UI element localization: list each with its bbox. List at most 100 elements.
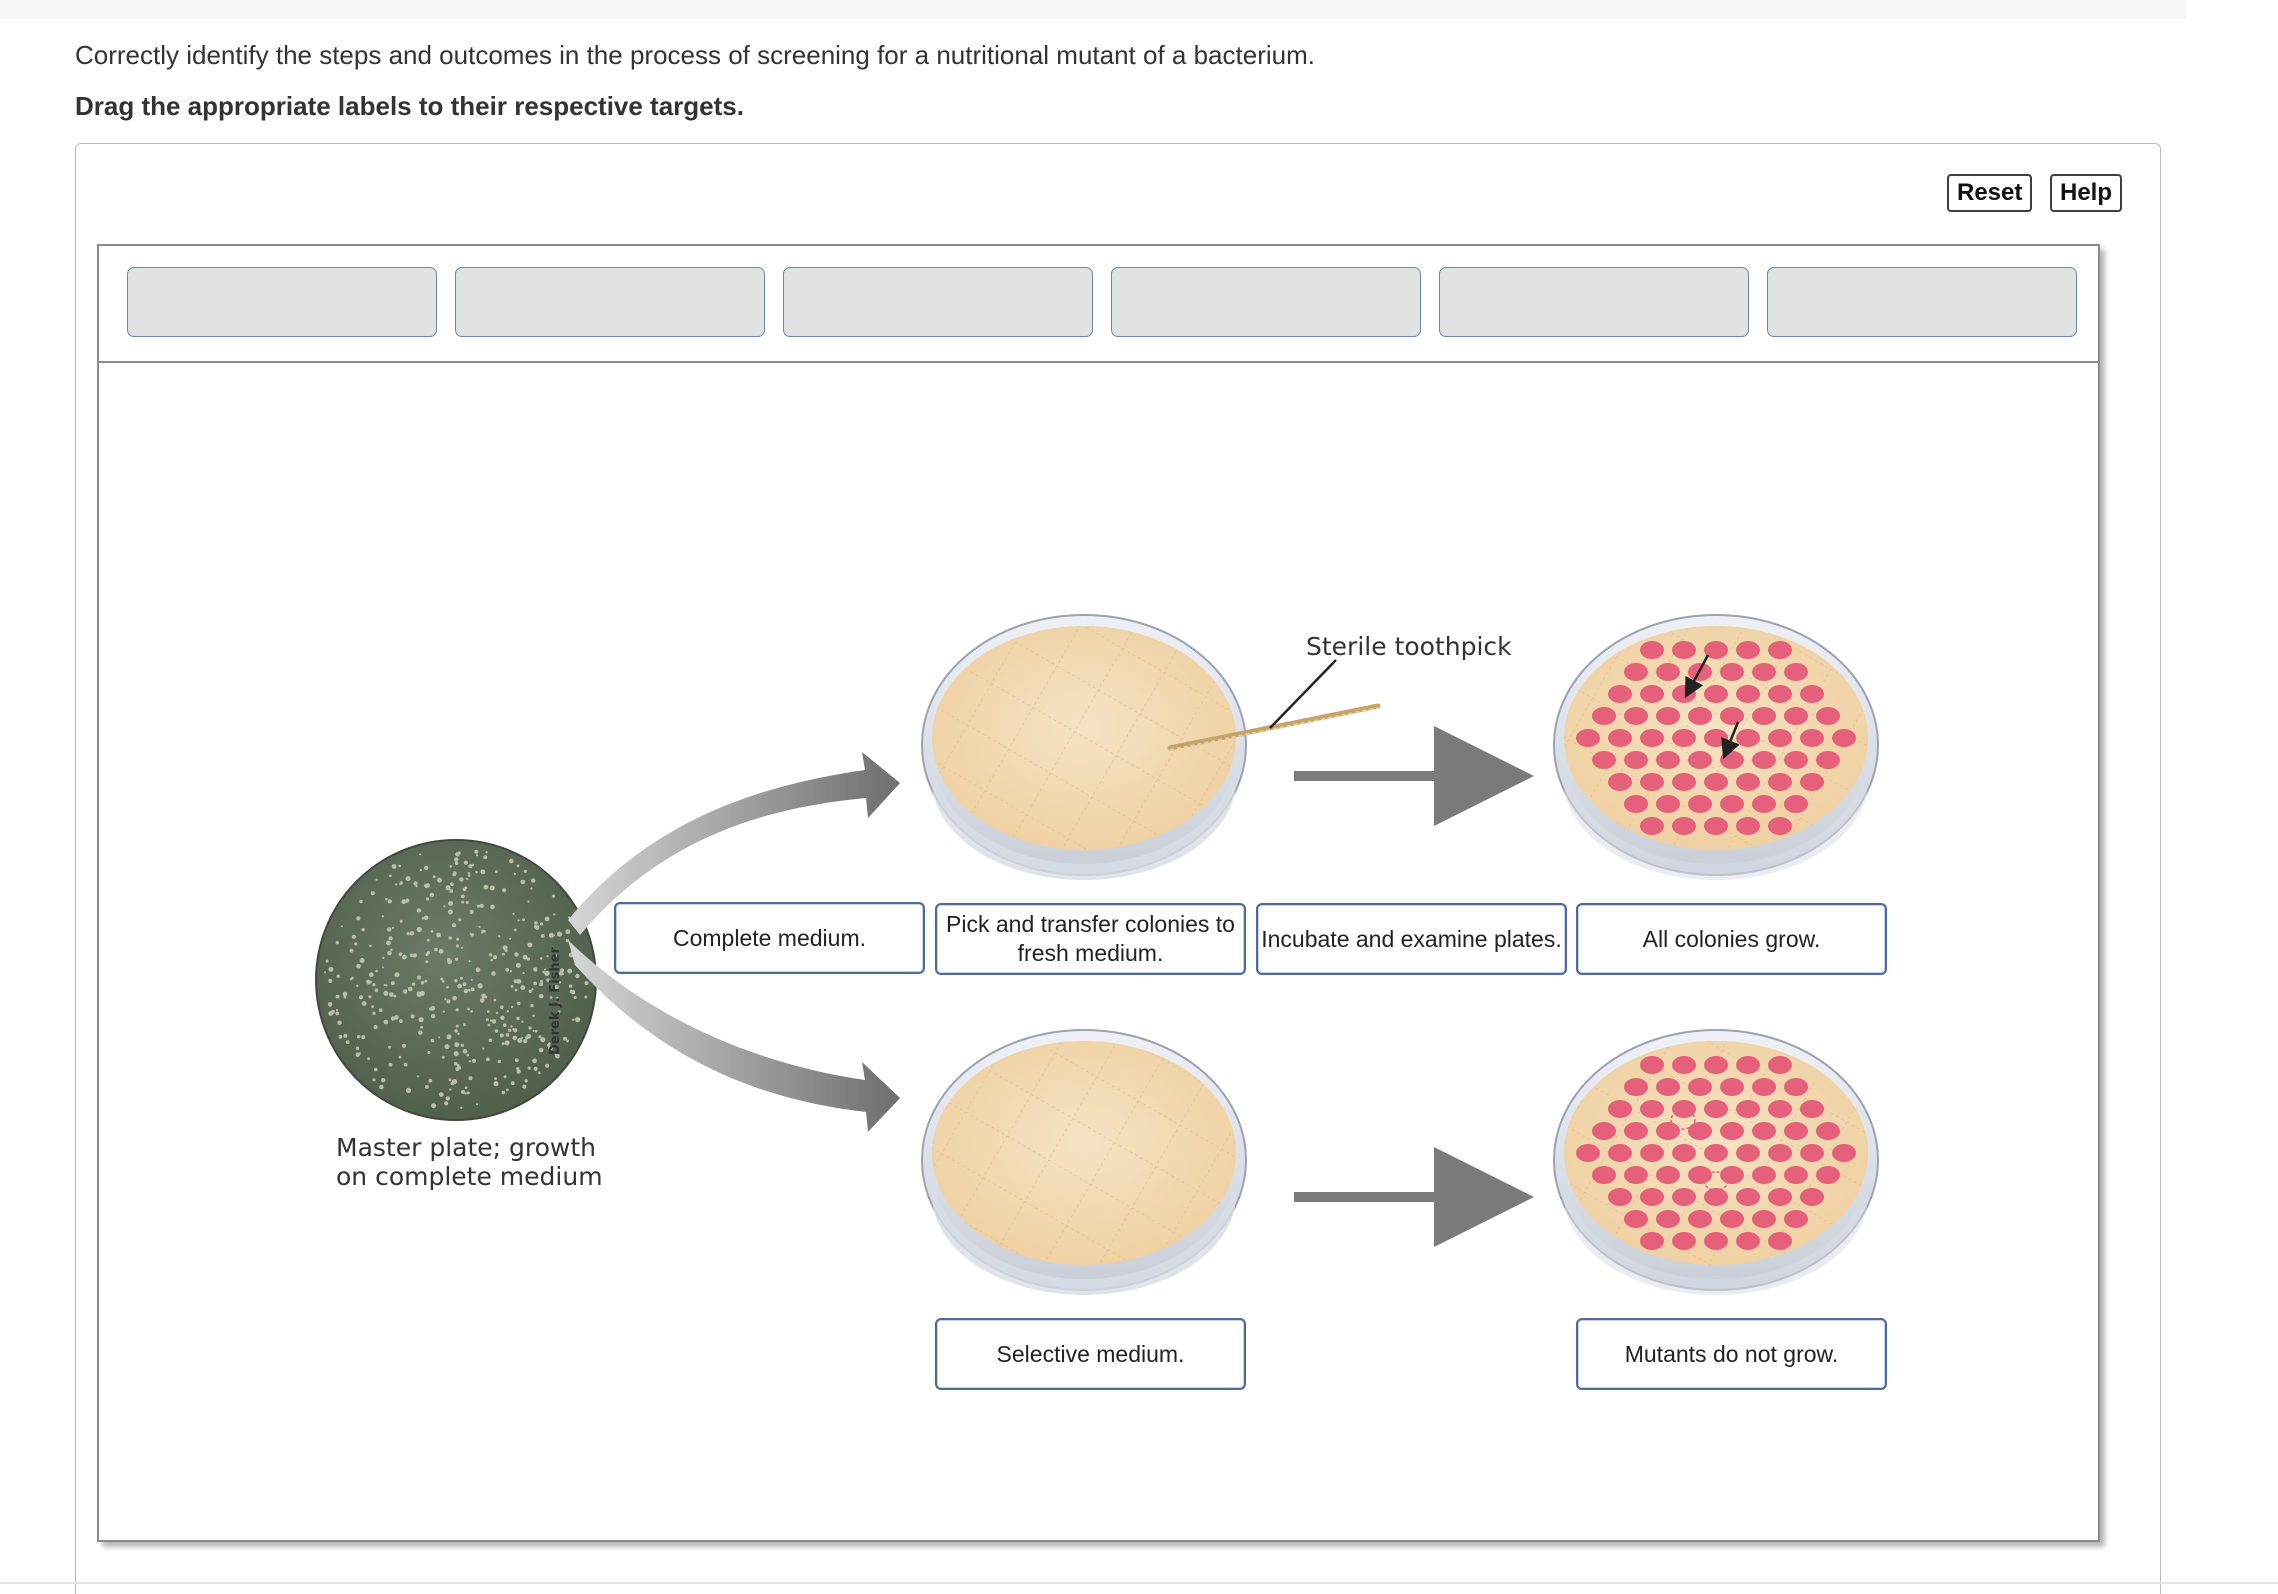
colony bbox=[1736, 817, 1760, 835]
colony bbox=[1768, 1056, 1792, 1074]
master-colony bbox=[464, 1050, 468, 1054]
master-colony bbox=[575, 1017, 581, 1023]
master-colony bbox=[557, 1010, 561, 1013]
master-colony bbox=[528, 989, 532, 993]
master-colony bbox=[359, 899, 363, 904]
photo-credit: Derek J. Fisher bbox=[548, 947, 563, 1055]
master-colony bbox=[520, 879, 526, 885]
colony bbox=[1720, 1078, 1744, 1096]
master-colony bbox=[517, 919, 520, 922]
label-pick-and-transfer[interactable]: Pick and transfer colonies to fresh medi… bbox=[935, 903, 1246, 975]
colony bbox=[1736, 685, 1760, 703]
label-slot-3[interactable] bbox=[783, 267, 1093, 337]
help-button[interactable]: Help bbox=[2050, 174, 2123, 212]
colony bbox=[1640, 1188, 1664, 1206]
label-incubate-and-examine[interactable]: Incubate and examine plates. bbox=[1256, 903, 1567, 975]
master-colony bbox=[372, 1011, 376, 1016]
master-colony bbox=[442, 1010, 445, 1013]
master-colony bbox=[387, 927, 392, 932]
master-colony bbox=[465, 877, 469, 881]
label-complete-medium[interactable]: Complete medium. bbox=[614, 902, 925, 974]
master-colony bbox=[431, 1103, 437, 1109]
master-colony bbox=[461, 1090, 465, 1094]
master-colony bbox=[356, 963, 361, 969]
master-colony bbox=[462, 982, 467, 987]
master-colony bbox=[516, 978, 522, 984]
master-colony bbox=[430, 930, 434, 933]
colony bbox=[1720, 663, 1744, 681]
colony bbox=[1720, 795, 1744, 813]
master-colony bbox=[516, 1016, 520, 1021]
master-colony bbox=[394, 972, 400, 978]
master-colony bbox=[455, 1067, 460, 1072]
colony bbox=[1768, 817, 1792, 835]
master-colony bbox=[523, 1039, 528, 1044]
master-colony bbox=[478, 925, 481, 929]
colony bbox=[1704, 1144, 1728, 1162]
master-colony bbox=[416, 1075, 420, 1078]
master-colony bbox=[383, 1019, 389, 1025]
master-colony bbox=[527, 1066, 531, 1070]
colony bbox=[1640, 1056, 1664, 1074]
label-mutants-do-not-grow[interactable]: Mutants do not grow. bbox=[1576, 1318, 1887, 1390]
master-colony bbox=[425, 1085, 429, 1089]
master-colony bbox=[411, 982, 416, 986]
master-colony bbox=[357, 1035, 361, 1039]
label-slot-1[interactable] bbox=[127, 267, 437, 337]
colony bbox=[1720, 1210, 1744, 1228]
master-colony bbox=[526, 957, 530, 961]
master-colony bbox=[351, 934, 356, 939]
colony bbox=[1672, 1232, 1696, 1250]
master-colony bbox=[575, 973, 580, 979]
master-colony bbox=[533, 981, 537, 986]
master-colony bbox=[398, 864, 401, 868]
master-colony bbox=[539, 922, 544, 926]
master-colony bbox=[483, 855, 488, 860]
colony bbox=[1720, 1166, 1744, 1184]
master-colony bbox=[544, 916, 550, 922]
master-colony bbox=[486, 1057, 490, 1062]
master-colony bbox=[449, 889, 454, 893]
label-slot-6[interactable] bbox=[1767, 267, 2077, 337]
label-slot-4[interactable] bbox=[1111, 267, 1421, 337]
master-colony bbox=[369, 972, 374, 977]
label-slot-2[interactable] bbox=[455, 267, 765, 337]
master-colony bbox=[551, 894, 556, 898]
master-colony bbox=[504, 1040, 510, 1046]
colony bbox=[1624, 1210, 1648, 1228]
master-colony bbox=[558, 981, 562, 984]
master-colony bbox=[456, 1063, 460, 1067]
colony bbox=[1640, 1144, 1664, 1162]
master-colony bbox=[429, 1007, 433, 1011]
colony bbox=[1688, 1078, 1712, 1096]
colony bbox=[1592, 751, 1616, 769]
master-colony bbox=[471, 863, 475, 867]
master-colony bbox=[370, 891, 375, 896]
missing-colony-1 bbox=[1670, 1110, 1696, 1130]
colony bbox=[1656, 1122, 1680, 1140]
label-slot-5[interactable] bbox=[1439, 267, 1749, 337]
master-colony bbox=[431, 1014, 436, 1019]
label-selective-medium[interactable]: Selective medium. bbox=[935, 1318, 1246, 1390]
master-colony bbox=[459, 976, 463, 980]
master-colony bbox=[453, 1061, 458, 1066]
master-colony bbox=[355, 1046, 360, 1050]
label-all-colonies-grow[interactable]: All colonies grow. bbox=[1576, 903, 1887, 975]
master-colony bbox=[479, 903, 484, 908]
master-colony bbox=[453, 1051, 459, 1057]
master-colony bbox=[490, 958, 494, 962]
master-colony bbox=[544, 970, 550, 977]
colony bbox=[1640, 1100, 1664, 1118]
master-colony bbox=[468, 960, 471, 963]
colony bbox=[1656, 707, 1680, 725]
master-colony bbox=[498, 935, 501, 938]
master-colony bbox=[446, 999, 451, 1004]
master-colony bbox=[457, 983, 462, 989]
master-colony bbox=[419, 868, 422, 872]
master-colony bbox=[566, 1039, 569, 1043]
master-colony bbox=[436, 932, 441, 938]
reset-button[interactable]: Reset bbox=[1947, 174, 2033, 212]
colony bbox=[1784, 1078, 1808, 1096]
master-colony bbox=[390, 948, 393, 951]
master-colony bbox=[532, 1030, 535, 1032]
